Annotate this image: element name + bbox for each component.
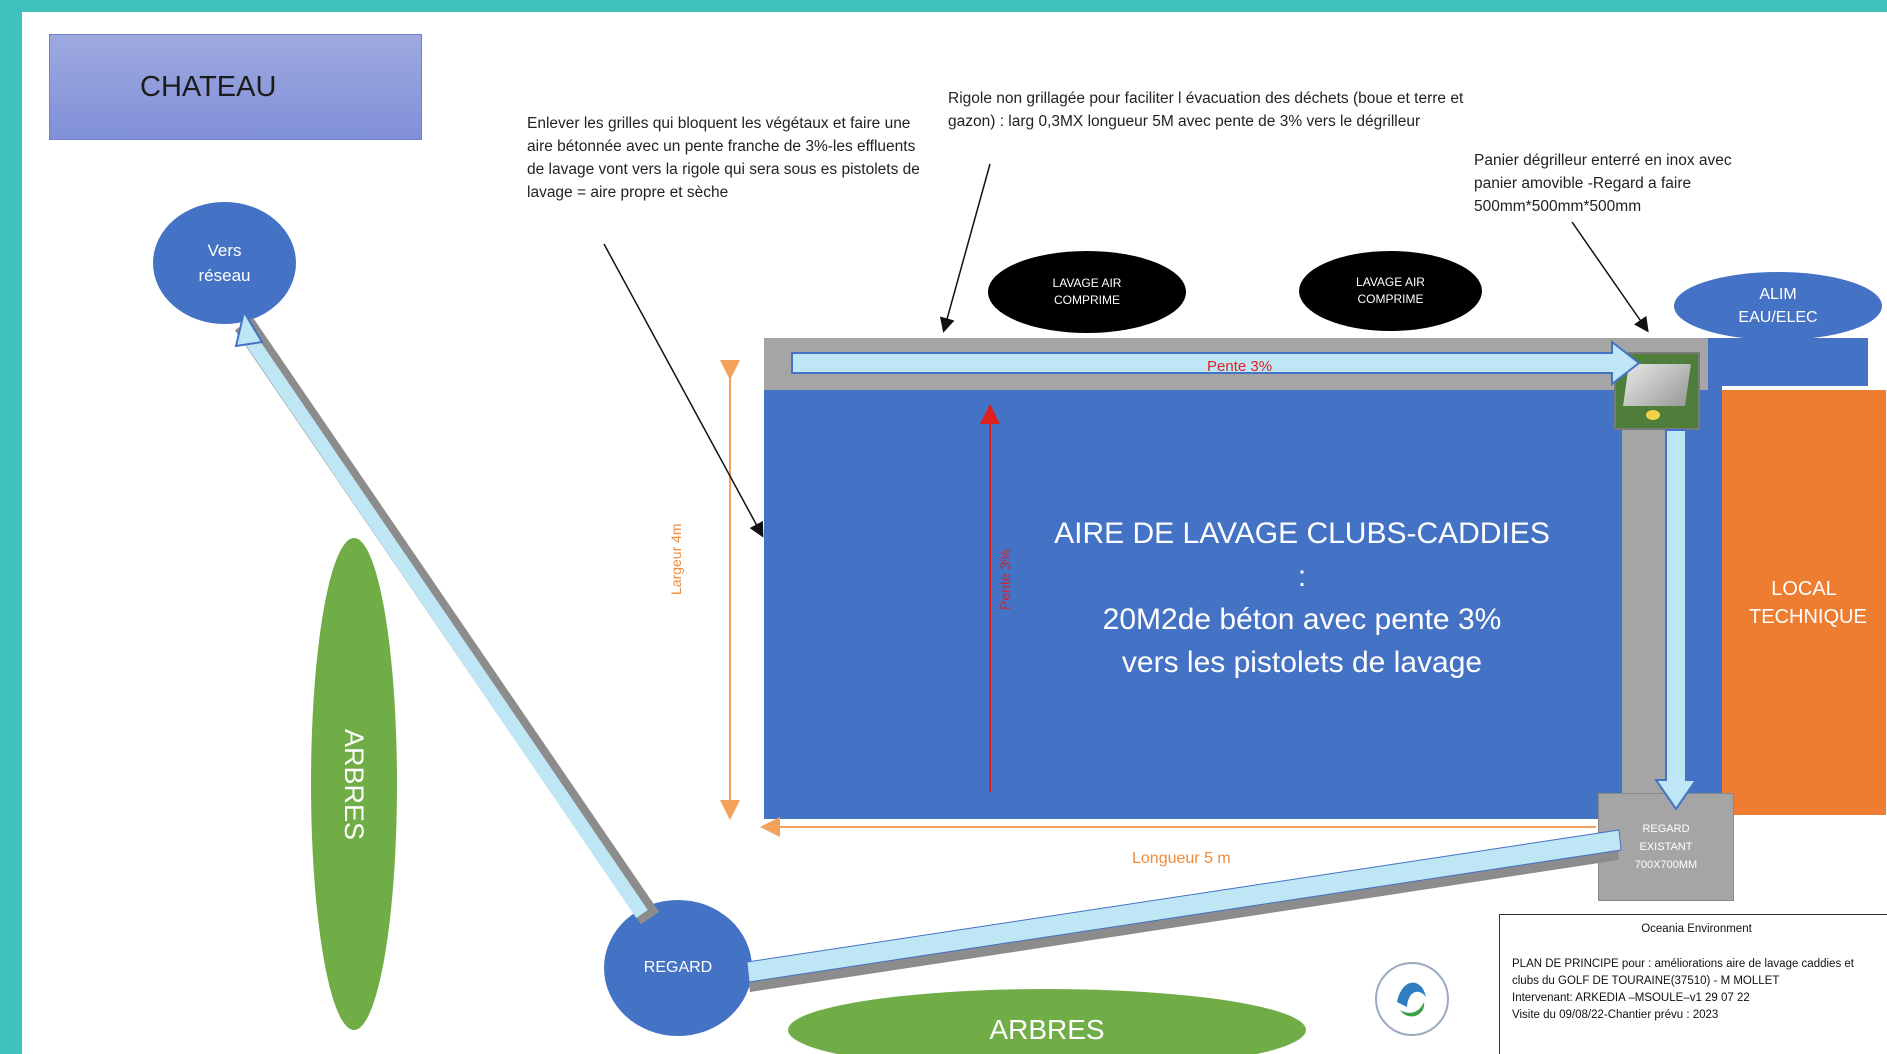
title-block: Oceania Environment PLAN DE PRINCIPE pou… [1499,914,1887,1054]
vers-reseau: Vers réseau [153,202,296,324]
rigole-arrow [791,339,1641,387]
local-technique: LOCAL TECHNIQUE [1722,390,1886,815]
callout-grilles [603,243,764,538]
connectors-layer [234,163,1698,1036]
callout-rigole [939,163,991,333]
alim-strip [1708,338,1868,386]
callout-panier [1571,221,1649,333]
lavage-air-1: LAVAGE AIR COMPRIME [988,251,1186,333]
vertical-flow-arrow [1654,429,1698,811]
vers-reseau-label: Vers réseau [198,241,251,285]
lavage-air-2-label: LAVAGE AIR COMPRIME [1356,275,1425,306]
pipe-regard-reseau [238,326,648,918]
degrilleur-icon [1614,352,1700,430]
note-grilles: Enlever les grilles qui bloquent les vég… [527,115,920,201]
oceania-logo [1375,962,1449,1036]
local-label: LOCAL TECHNIQUE [1749,577,1867,628]
legend-line-3: Visite du 09/08/22-Chantier prévu : 2023 [1512,1009,1719,1021]
regard-existant-label: REGARD EXISTANT 700X700MM [1634,823,1698,871]
note-rigole: Rigole non grillagée pour faciliter l év… [948,90,1464,130]
legend-title: Oceania Environment [1641,923,1752,935]
diagram-canvas: CHATEAU Enlever les grilles qui bloquent… [22,12,1887,1054]
note-panier: Panier dégrilleur enterré en inox avec p… [1474,152,1732,215]
chateau-box: CHATEAU [49,34,422,140]
regard: REGARD [604,900,752,1036]
arbres-bottom-label: ARBRES [989,1014,1105,1045]
pipe-existant-regard [746,829,1622,983]
pipe-regard-reseau-head [234,309,264,348]
washing-area [764,338,1722,819]
aire-line-1: AIRE DE LAVAGE CLUBS-CADDIES : [1054,517,1550,593]
arbres-left: ARBRES [311,538,397,1030]
pente-horizontal-label: Pente 3% [1207,358,1273,375]
oceania-logo-wave-1 [1397,982,1426,1007]
lavage-air-2: LAVAGE AIR COMPRIME [1299,251,1482,331]
aire-line-3: vers les pistolets de lavage [1121,646,1483,679]
aire-line-2: 20M2de béton avec pente 3% [1102,603,1502,636]
legend-line-1: PLAN DE PRINCIPE pour : améliorations ai… [1512,958,1854,987]
chateau-label: CHATEAU [140,70,277,103]
alim-eau-elec: ALIM EAU/ELEC [1674,272,1882,340]
alim-label: ALIM EAU/ELEC [1738,286,1818,326]
lavage-air-1-label: LAVAGE AIR COMPRIME [1052,276,1122,307]
oceania-logo-wave-2 [1400,1002,1425,1017]
longueur-label: Longueur 5 m [1132,850,1231,867]
aire-description: AIRE DE LAVAGE CLUBS-CADDIES : 20M2de bé… [1052,512,1552,684]
legend-line-2: Intervenant: ARKEDIA –MSOULE–v1 29 07 22 [1512,992,1750,1004]
regard-label: REGARD [643,959,713,976]
arbres-bottom: ARBRES [788,989,1306,1054]
